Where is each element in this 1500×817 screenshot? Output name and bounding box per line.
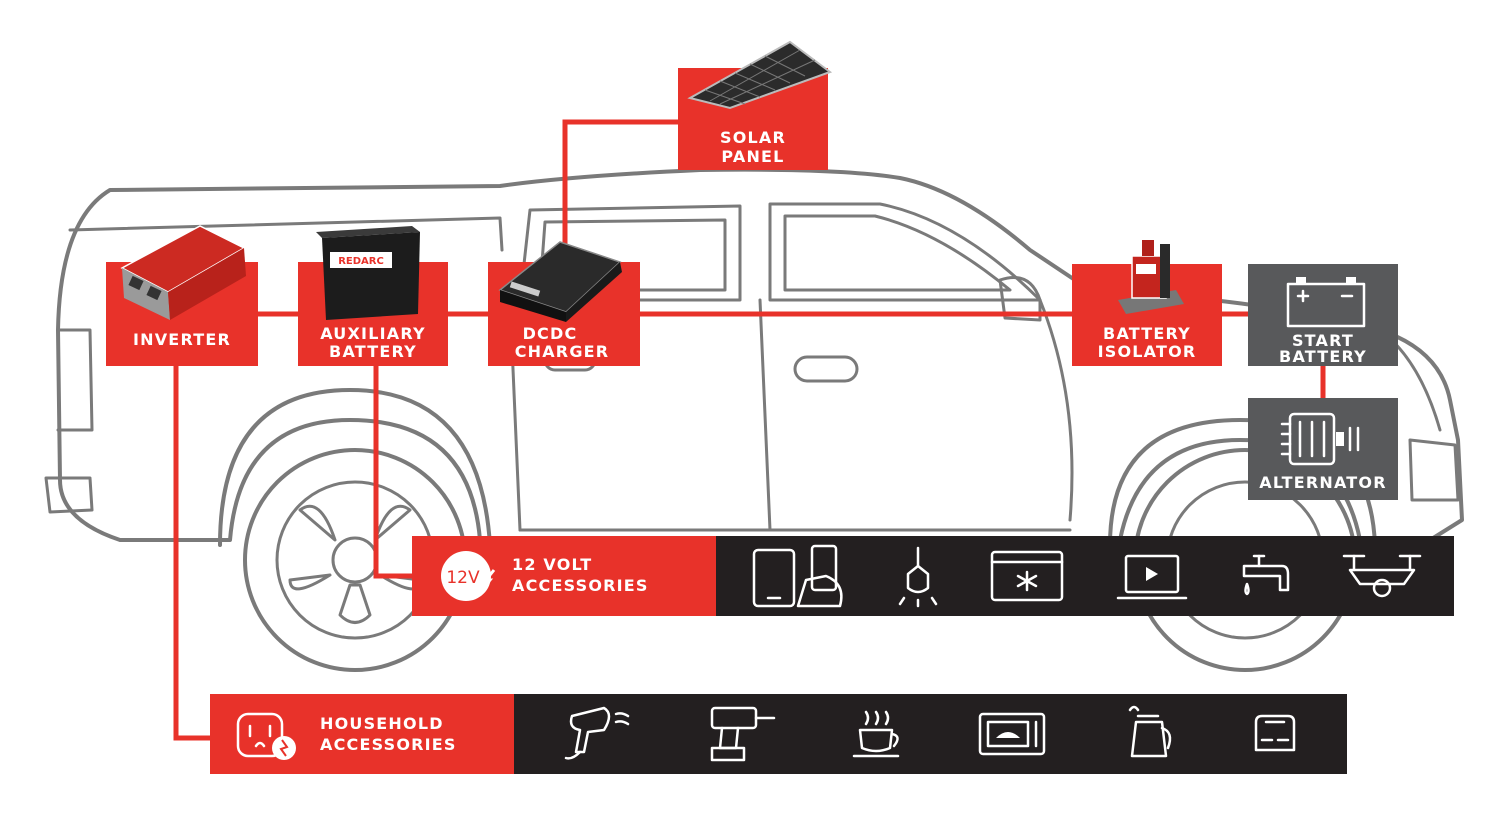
battery-isolator-label-line1: BATTERY [1103, 324, 1191, 343]
inverter-icon [120, 225, 246, 320]
dcdc-charger-box: DCDC CHARGER [488, 241, 640, 366]
solar-panel-icon [687, 40, 833, 110]
microwave-icon [978, 712, 1046, 756]
kettle-icon [1128, 705, 1172, 758]
alternator-label: ALTERNATOR [1259, 473, 1386, 492]
start-battery-box: START BATTERY [1248, 264, 1398, 366]
solar-panel-box: SOLAR PANEL [678, 40, 833, 170]
alternator-box: ALTERNATOR [1248, 398, 1398, 500]
start-battery-label-line1: START [1292, 331, 1354, 350]
battery-icon [1286, 277, 1366, 328]
laptop-icon [1116, 554, 1188, 600]
twelve-volt-badge-icon: 12V [441, 551, 496, 601]
wiring [173, 119, 1326, 741]
inverter-box: INVERTER [106, 225, 258, 366]
power-drill-icon [710, 706, 776, 762]
phone-tablet-icon [752, 544, 843, 608]
dcdc-charger-label-line2: CHARGER [515, 342, 610, 361]
dcdc-charger-icon [498, 241, 622, 322]
toaster-icon [1254, 714, 1296, 752]
auxiliary-battery-brand: REDARC [338, 256, 384, 267]
hair-dryer-icon [564, 706, 630, 760]
alternator-icon [1280, 412, 1360, 466]
household-label-line2: ACCESSORIES [320, 735, 457, 754]
twelve-volt-label-line1: 12 VOLT [512, 555, 592, 574]
twelve-volt-label-line2: ACCESSORIES [512, 576, 649, 595]
auxiliary-battery-box: REDARC AUXILIARY BATTERY [298, 226, 448, 366]
dcdc-charger-label-line1: DCDC [523, 324, 578, 343]
household-accessories-bar: HOUSEHOLD ACCESSORIES [210, 694, 1347, 774]
household-label-line1: HOUSEHOLD [320, 714, 444, 733]
power-outlet-icon [236, 712, 296, 760]
solar-panel-label-line2: PANEL [721, 147, 784, 166]
drone-icon [1342, 554, 1422, 598]
water-tap-icon [1242, 554, 1290, 596]
start-battery-label-line2: BATTERY [1279, 347, 1367, 366]
auxiliary-battery-label-line2: BATTERY [329, 342, 417, 361]
inverter-label: INVERTER [133, 330, 231, 349]
battery-isolator-label-line2: ISOLATOR [1098, 342, 1197, 361]
fridge-icon [990, 550, 1064, 602]
battery-isolator-box: BATTERY ISOLATOR [1072, 240, 1222, 366]
solar-panel-label-line1: SOLAR [720, 128, 786, 147]
twelve-volt-badge: 12V [446, 568, 480, 588]
auxiliary-battery-icon: REDARC [316, 226, 420, 320]
twelve-volt-accessories-bar: 12V 12 VOLT ACCESSORIES [412, 536, 1454, 616]
light-bulb-icon [898, 546, 938, 608]
battery-isolator-icon [1118, 240, 1184, 314]
auxiliary-battery-label-line1: AUXILIARY [320, 324, 426, 343]
coffee-cup-icon [852, 710, 900, 758]
